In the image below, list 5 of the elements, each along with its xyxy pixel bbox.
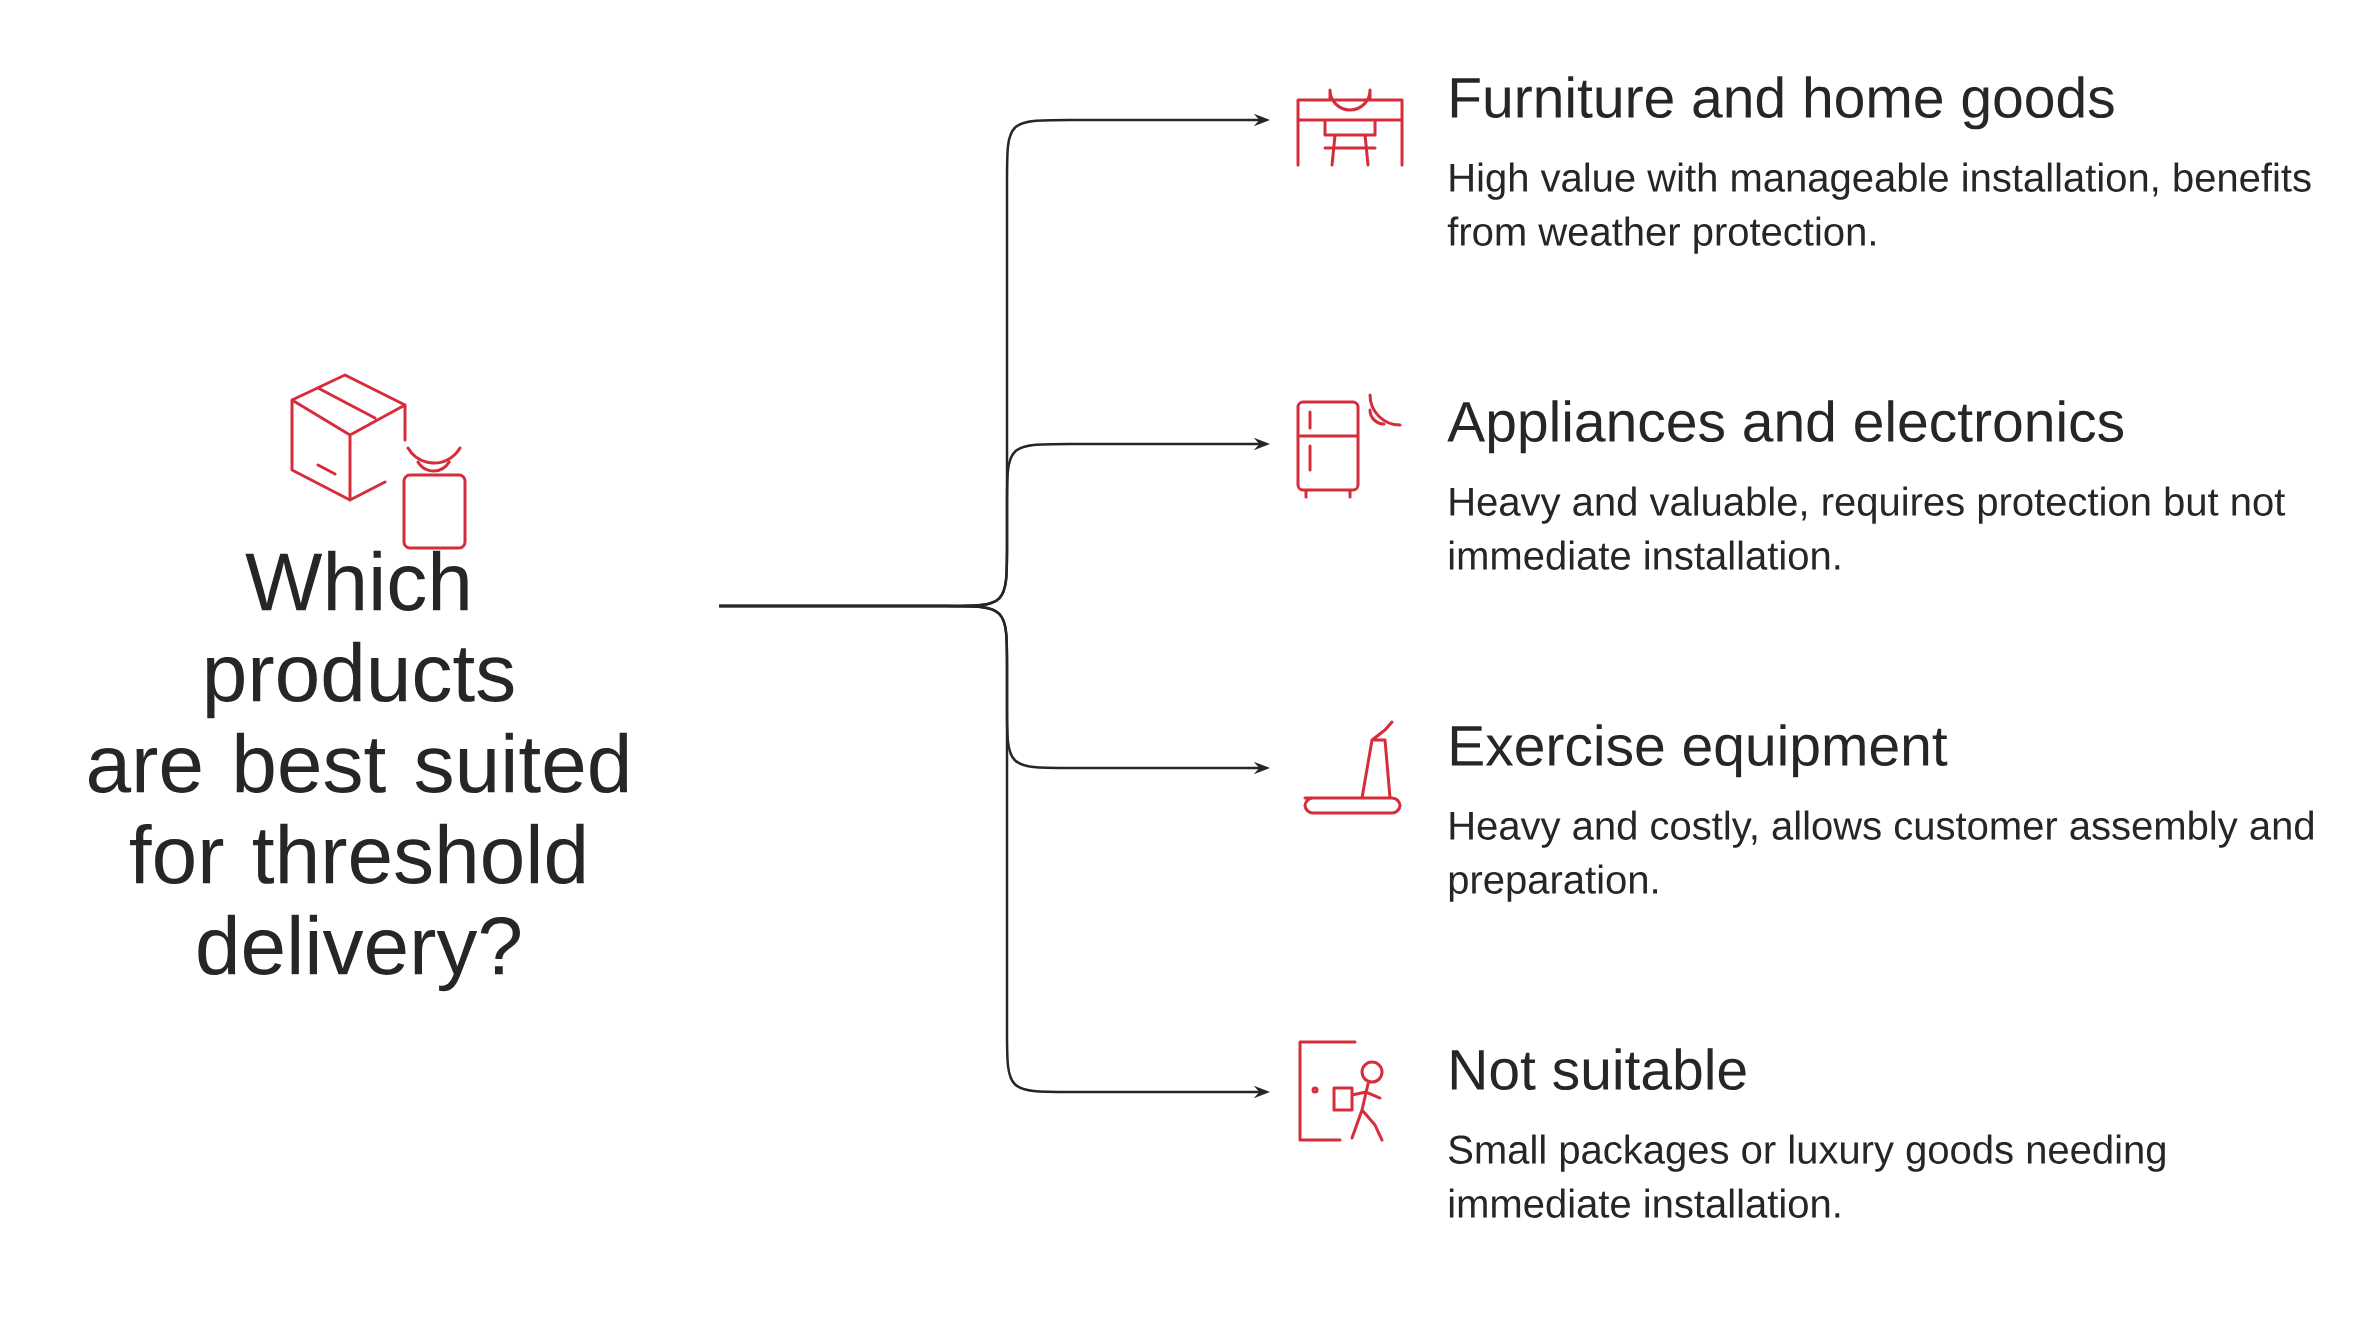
- category-text: Not suitable Small packages or luxury goods needing immediate installation.: [1449, 1048, 2165, 1218]
- question-text: Which products are best suited for threshold delivery?: [89, 550, 628, 992]
- category-text: Furniture and home goods High value with manageable installation, benefits from weather protection.: [1447, 76, 2311, 254]
- category-text: Appliances and electronics Heavy and valuable, requires protection but not immediate installation.: [1447, 400, 2286, 570]
- category-text: Exercise equipment Heavy and costly, allows customer assembly and preparation.: [1449, 724, 2313, 902]
